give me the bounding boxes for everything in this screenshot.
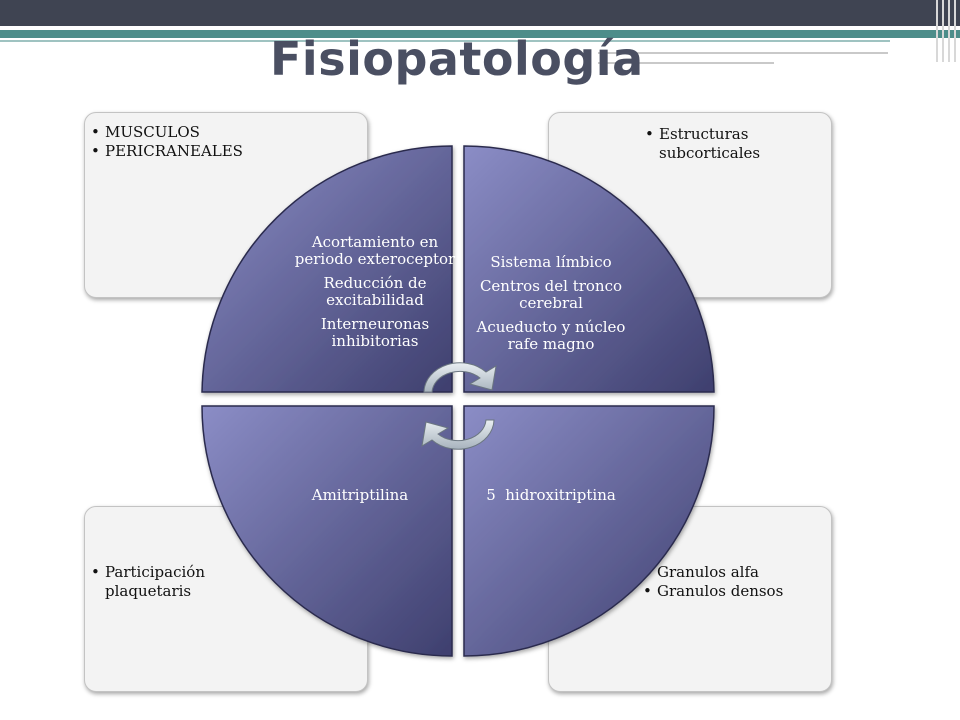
quadrant-top-right-text: Sistema límbico Centros del tronco cereb… [466,254,636,360]
quadrant-bottom-right [463,405,715,657]
list-item: Granulos densos [643,582,783,601]
quadrant-line: Acueducto y núcleo rafe magno [476,318,626,353]
cycle-arrows-icon [421,362,497,450]
quadrant-line: 5 hidroxitriptina [486,486,616,504]
quadrant-bottom-left [201,405,453,657]
header-accent-thin-line [0,40,890,42]
slide-title: Fisiopatología [270,32,644,86]
quadrant-top-left-text: Acortamiento en periodo exteroceptor Red… [290,234,460,357]
header-gap [0,26,960,30]
quadrant-bottom-right-text: 5 hidroxitriptina [466,487,636,511]
title-underline [598,52,888,54]
panel-bottom-left-list: Participación plaquetaris [91,563,241,601]
list-item: PERICRANEALES [91,142,243,161]
quadrant-line: Centros del tronco cerebral [479,277,623,312]
quadrant-line: Sistema límbico [490,253,612,271]
panel-top-right-list: Estructuras subcorticales [645,125,795,163]
quadrant-line: Acortamiento en periodo exteroceptor [294,233,456,268]
quadrant-line: Amitriptilina [311,486,409,504]
header-bar [0,0,960,26]
list-item: MUSCULOS [91,123,243,142]
header-accent-line [0,30,960,38]
panel-top-left-list: MUSCULOS PERICRANEALES [91,123,243,161]
list-item: Estructuras subcorticales [645,125,795,163]
edge-decoration [930,0,960,62]
quadrant-line: Interneuronas inhibitorias [320,315,430,350]
list-item: Participación plaquetaris [91,563,241,601]
title-underline-short [598,62,774,64]
quadrant-line: Reducción de excitabilidad [323,274,427,309]
panel-bottom-right-list: Granulos alfa Granulos densos [643,563,783,601]
quadrant-bottom-left-text: Amitriptilina [298,487,422,511]
quadrant-top-left [201,145,453,393]
list-item: Granulos alfa [657,563,759,581]
quadrant-top-right [463,145,715,393]
